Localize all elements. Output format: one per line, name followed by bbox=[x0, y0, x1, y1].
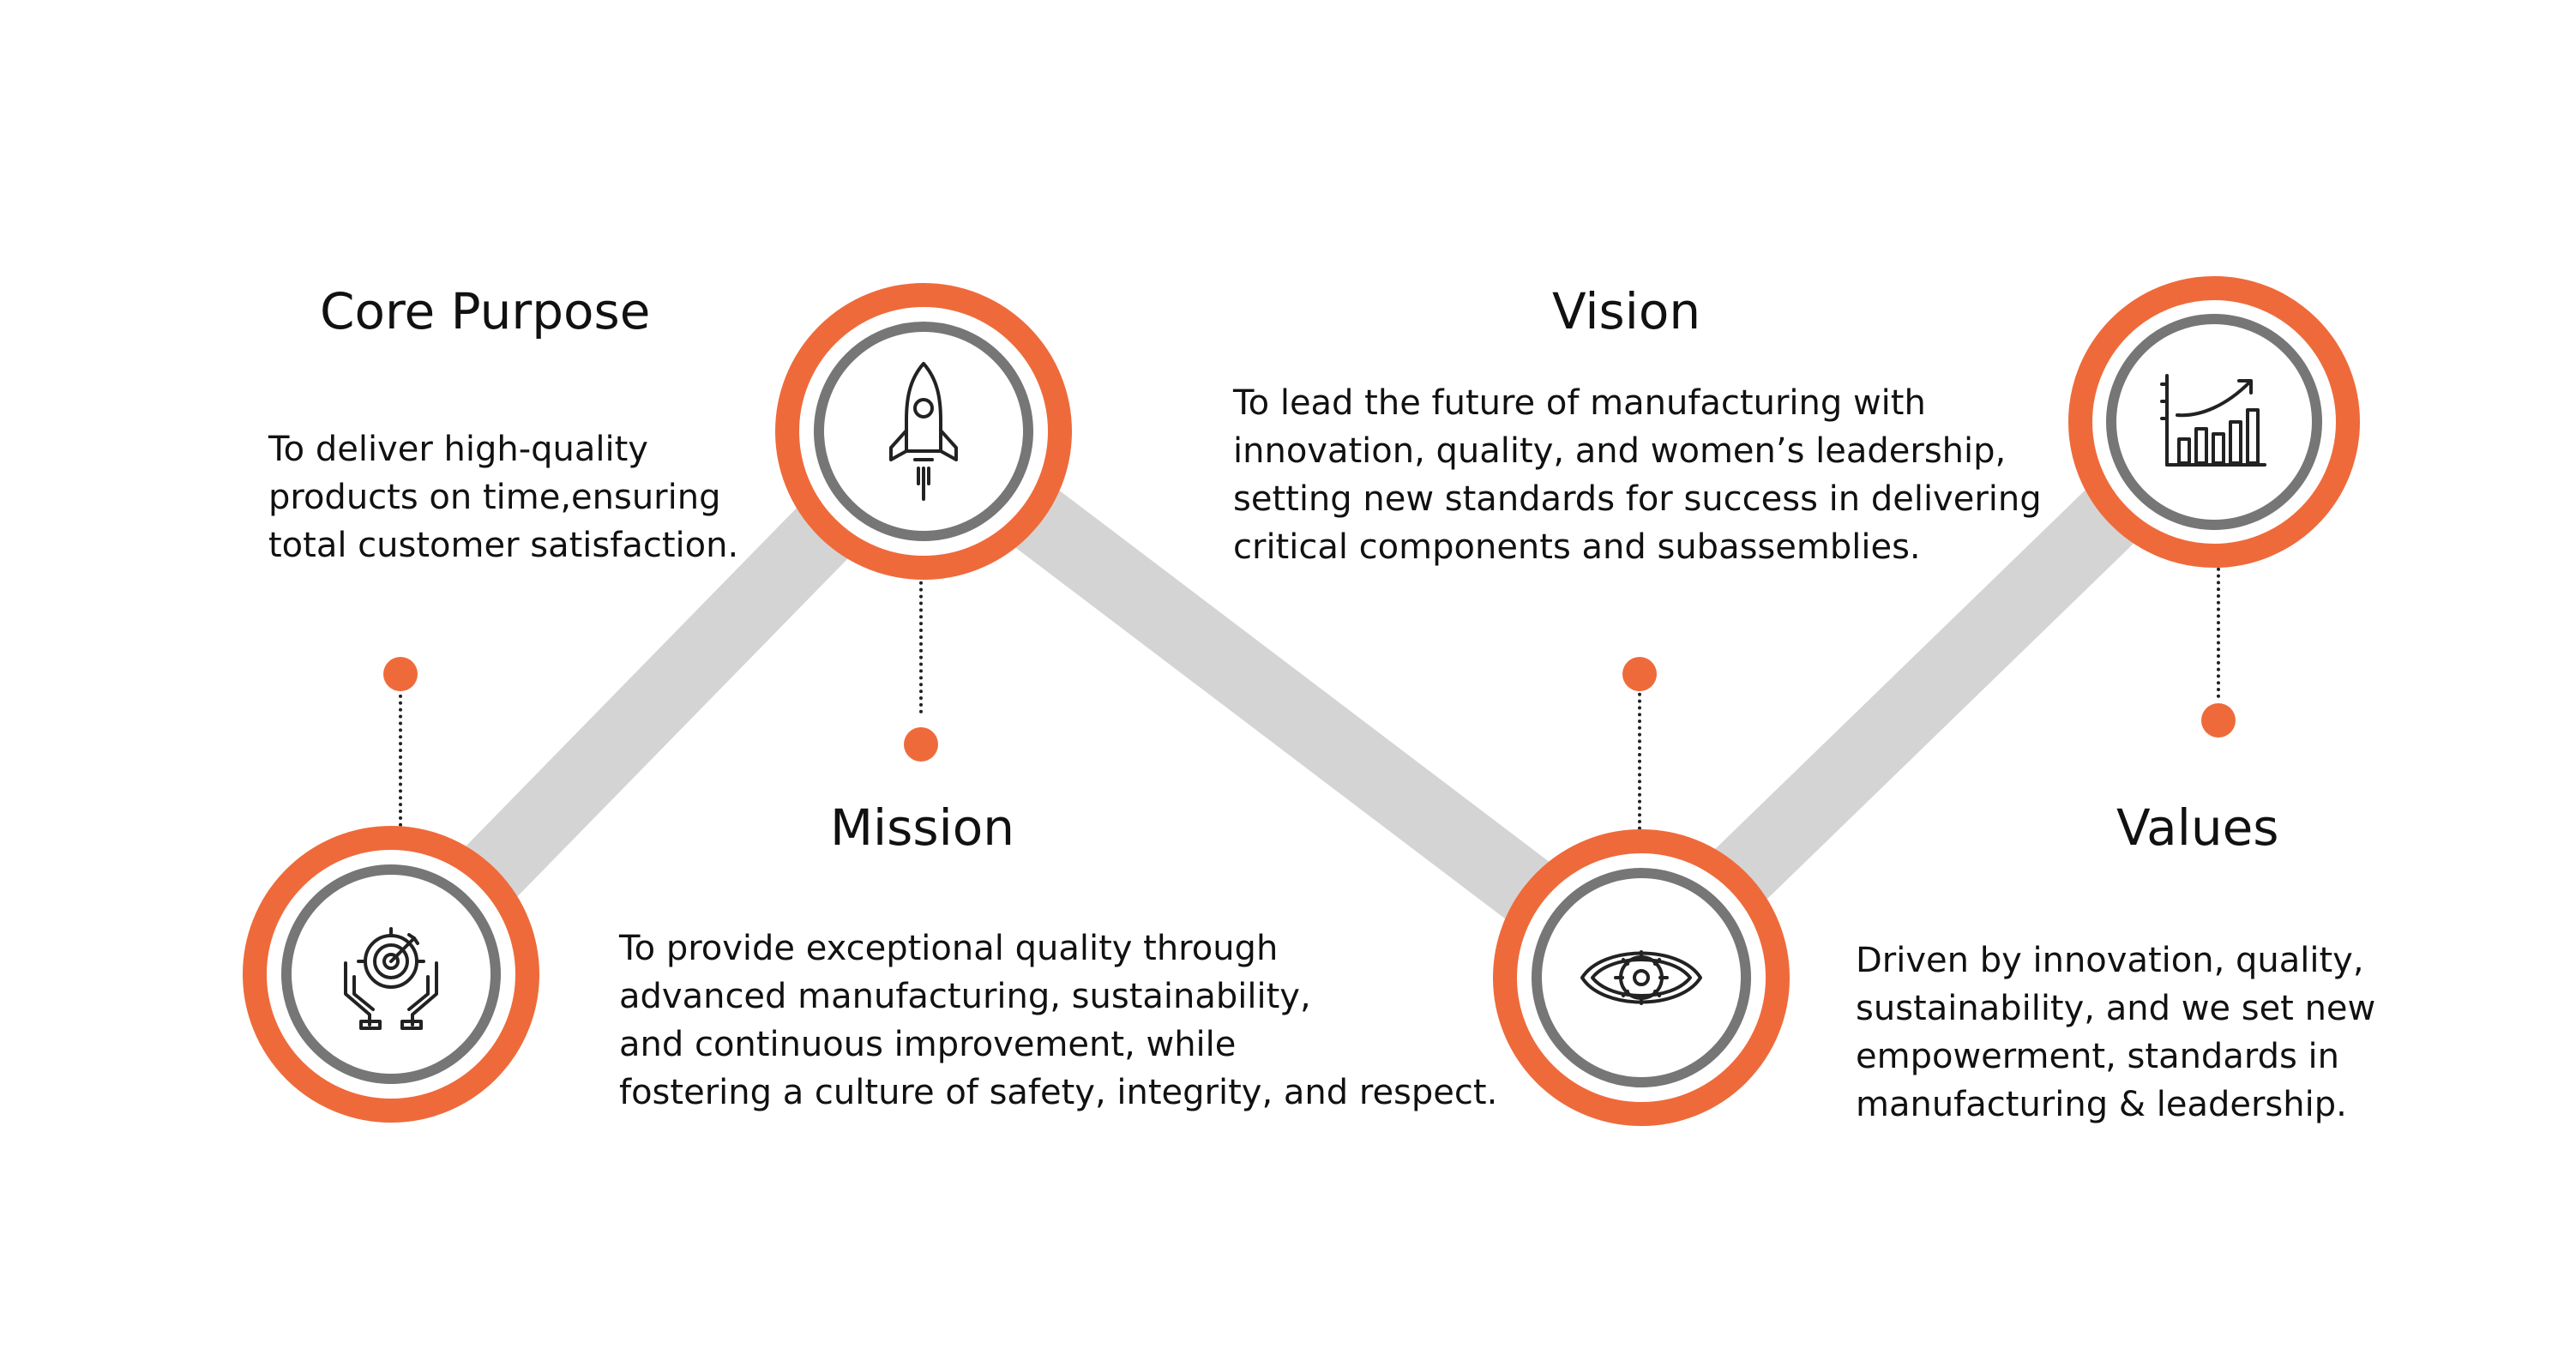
path-band bbox=[364, 383, 2236, 1022]
mission-pin-dot bbox=[904, 727, 938, 762]
vision-dotted-line bbox=[1638, 686, 1641, 830]
values-pin-dot bbox=[2201, 703, 2236, 738]
core-purpose-pin-dot bbox=[383, 657, 418, 691]
vision-pin-dot bbox=[1622, 657, 1657, 691]
values-description: Driven by innovation, quality, sustainab… bbox=[1856, 941, 2376, 1124]
core-purpose-title: Core Purpose bbox=[320, 282, 651, 340]
rocket-icon bbox=[889, 362, 958, 501]
growth-chart-icon bbox=[2160, 374, 2266, 467]
mission-node bbox=[775, 283, 1072, 580]
eye-gear-icon bbox=[1580, 950, 1702, 1005]
core-purpose-description: To deliver high-quality products on time… bbox=[268, 430, 739, 565]
mission-description: To provide exceptional quality through a… bbox=[619, 929, 1498, 1112]
vision-description: To lead the future of manufacturing with… bbox=[1233, 383, 2042, 567]
mission-dotted-line bbox=[919, 568, 923, 714]
core-purpose-dotted-line bbox=[399, 688, 402, 827]
values-title: Values bbox=[2116, 798, 2279, 857]
mission-title: Mission bbox=[830, 798, 1014, 857]
vision-title: Vision bbox=[1552, 282, 1701, 340]
vision-node bbox=[1493, 829, 1790, 1126]
values-dotted-line bbox=[2217, 561, 2220, 698]
target-hands-icon bbox=[344, 927, 438, 1030]
core-purpose-node bbox=[243, 826, 539, 1123]
values-node bbox=[2068, 276, 2360, 568]
